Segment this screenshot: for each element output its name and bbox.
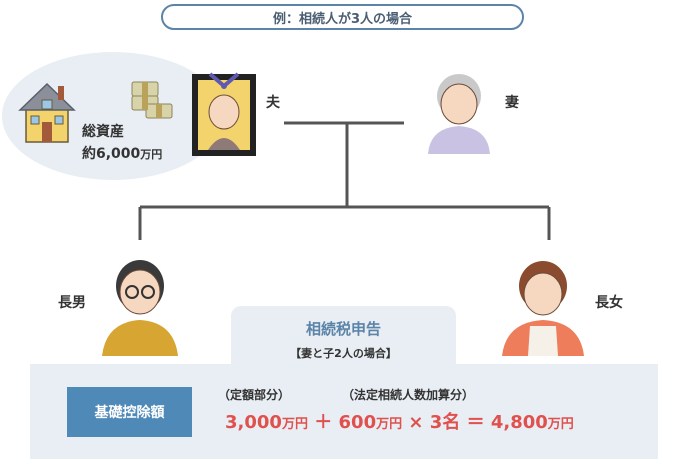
per-heir-unit: 万円 xyxy=(376,417,403,432)
eldest-son-label: 長男 xyxy=(58,295,86,311)
fixed-amount: 3,000 xyxy=(225,412,282,433)
eldest-daughter-label: 長女 xyxy=(595,295,623,311)
total-amount-unit: 万円 xyxy=(547,417,574,432)
tax-subtitle: 【妻と子2人の場合】 xyxy=(290,347,397,360)
statutory-portion-caption: （法定相続人数加算分） xyxy=(342,388,475,402)
heirs-count: 3名 xyxy=(429,412,461,433)
eldest-son-icon xyxy=(102,260,178,356)
total-assets-unit: 万円 xyxy=(140,148,163,161)
equals-sign: ＝ xyxy=(466,412,485,433)
house-icon xyxy=(18,82,76,143)
fixed-amount-unit: 万円 xyxy=(281,417,308,432)
wife-label: 妻 xyxy=(505,95,519,111)
total-assets-label: 総資産 xyxy=(82,124,124,140)
per-heir-amount: 600 xyxy=(338,412,377,433)
plus-sign: ＋ xyxy=(314,412,333,433)
total-amount: 4,800 xyxy=(490,412,548,433)
basic-deduction-box: 基礎控除額 xyxy=(67,387,192,437)
wife-icon xyxy=(428,74,490,154)
deduction-formula: 3,000万円 ＋ 600万円 × 3名 ＝ 4,800万円 xyxy=(225,408,574,434)
total-assets: 総資産 約6,000万円 xyxy=(82,121,162,166)
tax-title: 相続税申告 xyxy=(305,320,381,338)
money-stack-icon xyxy=(131,81,173,119)
total-assets-amount: 約6,000 xyxy=(82,146,141,162)
husband-portrait-icon xyxy=(192,72,256,156)
example-title: 例：相続人が3人の場合 xyxy=(161,4,524,30)
husband-label: 夫 xyxy=(266,95,280,111)
fixed-portion-caption: （定額部分） xyxy=(218,388,291,402)
eldest-daughter-icon xyxy=(502,261,584,356)
times-sign: × xyxy=(408,412,424,433)
